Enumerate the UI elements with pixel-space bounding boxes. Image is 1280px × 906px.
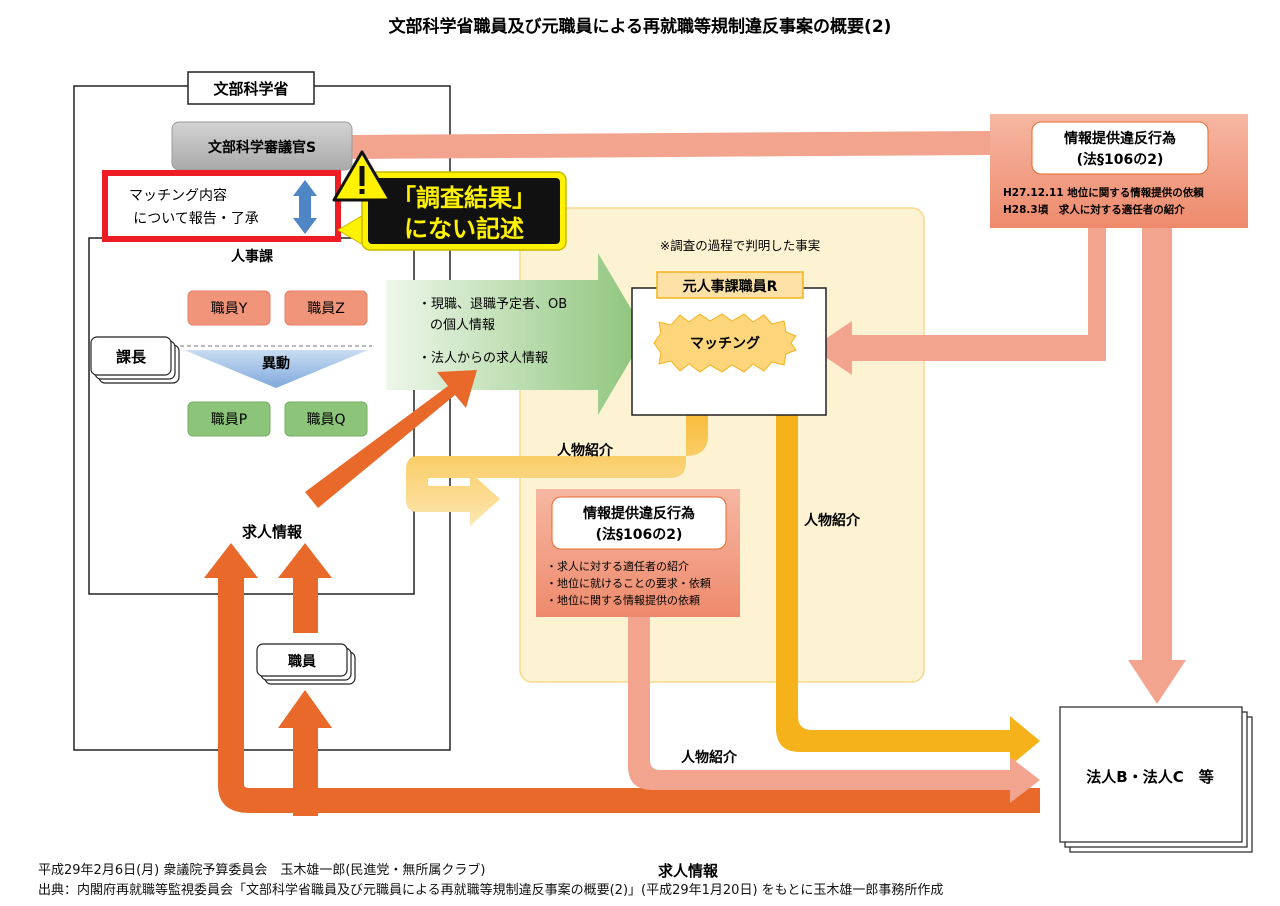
staff-q-label: 職員Q — [306, 412, 345, 428]
referral-label-a: 人物紹介 — [557, 442, 614, 459]
staff-z-label: 職員Z — [307, 301, 345, 317]
transfer-label: 異動 — [262, 355, 290, 372]
section-chief-box — [90, 336, 172, 376]
corporations-label: 法人B・法人C 等 — [1086, 768, 1213, 786]
staff-box — [256, 643, 348, 677]
report-double-arrow — [293, 180, 317, 234]
page-title: 文部科学省職員及び元職員による再就職等規制違反事案の概要(2) — [389, 16, 892, 37]
job-info-label: 求人情報 — [242, 523, 303, 541]
staff-q-box — [284, 401, 368, 437]
violation-top-law: (法§106の2) — [1077, 151, 1164, 168]
info-item1-line1: ・現職、退職予定者、OB — [418, 297, 567, 312]
arrow-violation-to-matching — [812, 228, 1106, 375]
staff-p-label: 職員P — [211, 412, 247, 428]
info-item1-line2: の個人情報 — [430, 318, 495, 333]
footer-line2: 出典：内閣府再就職等監視委員会「文部科学省職員及び元職員による再就職等規制違反事… — [38, 883, 944, 898]
personnel-division-label: 人事課 — [231, 248, 274, 265]
warning-callout-line1: 「調査結果」 — [392, 184, 536, 212]
violation-mid-law: (法§106の2) — [596, 526, 683, 543]
matching-starburst — [653, 313, 797, 373]
former-r-label: 元人事課職員R — [683, 278, 778, 295]
staff-label: 職員 — [288, 653, 316, 670]
violation-top-item2: H28.3頃 求人に対する適任者の紹介 — [1003, 203, 1185, 216]
bottom-job-info-label: 求人情報 — [658, 862, 719, 880]
footer-line1: 平成29年2月6日(月) 衆議院予算委員会 玉木雄一郎(民進党・無所属クラブ) — [38, 863, 486, 878]
councillor-s-label: 文部科学審議官S — [208, 139, 316, 156]
violation-top-item1: H27.12.11 地位に関する情報提供の依頼 — [1003, 186, 1204, 199]
section-chief-label: 課長 — [116, 348, 147, 366]
violation-mid-item3: ・地位に関する情報提供の依頼 — [546, 593, 700, 607]
transfer-arrow — [184, 350, 368, 388]
arrow-r-to-corps — [776, 383, 1040, 766]
investigation-note: ※調査の過程で判明した事実 — [660, 238, 820, 253]
violation-mid-item2: ・地位に就けることの要求・依頼 — [546, 576, 711, 590]
arrow-r-referral-curve — [406, 383, 708, 526]
violation-top-title: 情報提供違反行為 — [1064, 130, 1176, 147]
matching-label: マッチング — [690, 335, 760, 352]
staff-y-label: 職員Y — [211, 301, 248, 317]
arrow-violation-to-corps — [1128, 228, 1186, 704]
staff-y-box — [187, 290, 271, 326]
violation-mid-title: 情報提供違反行為 — [583, 505, 695, 522]
violation-mid-item1: ・求人に対する適任者の紹介 — [546, 559, 689, 573]
arrow-corps-to-staff — [278, 690, 332, 816]
ministry-label: 文部科学省 — [213, 80, 288, 98]
report-line1: マッチング内容 — [129, 187, 227, 204]
referral-label-b: 人物紹介 — [804, 512, 861, 529]
arrow-mid-violation-to-corps — [628, 610, 1040, 803]
referral-label-c: 人物紹介 — [681, 749, 738, 766]
info-item2: ・法人からの求人情報 — [418, 351, 548, 366]
arrow-s-to-violation — [350, 131, 990, 159]
corporations-box — [1059, 706, 1243, 843]
arrow-jobinfo-to-info — [305, 370, 477, 508]
arrow-staff-to-jobinfo — [278, 543, 332, 633]
warning-callout-line2: にない記述 — [404, 215, 524, 243]
staff-z-box — [284, 290, 368, 326]
warning-icon — [332, 150, 392, 202]
staff-p-box — [187, 401, 271, 437]
report-line2: について報告・了承 — [133, 211, 259, 227]
